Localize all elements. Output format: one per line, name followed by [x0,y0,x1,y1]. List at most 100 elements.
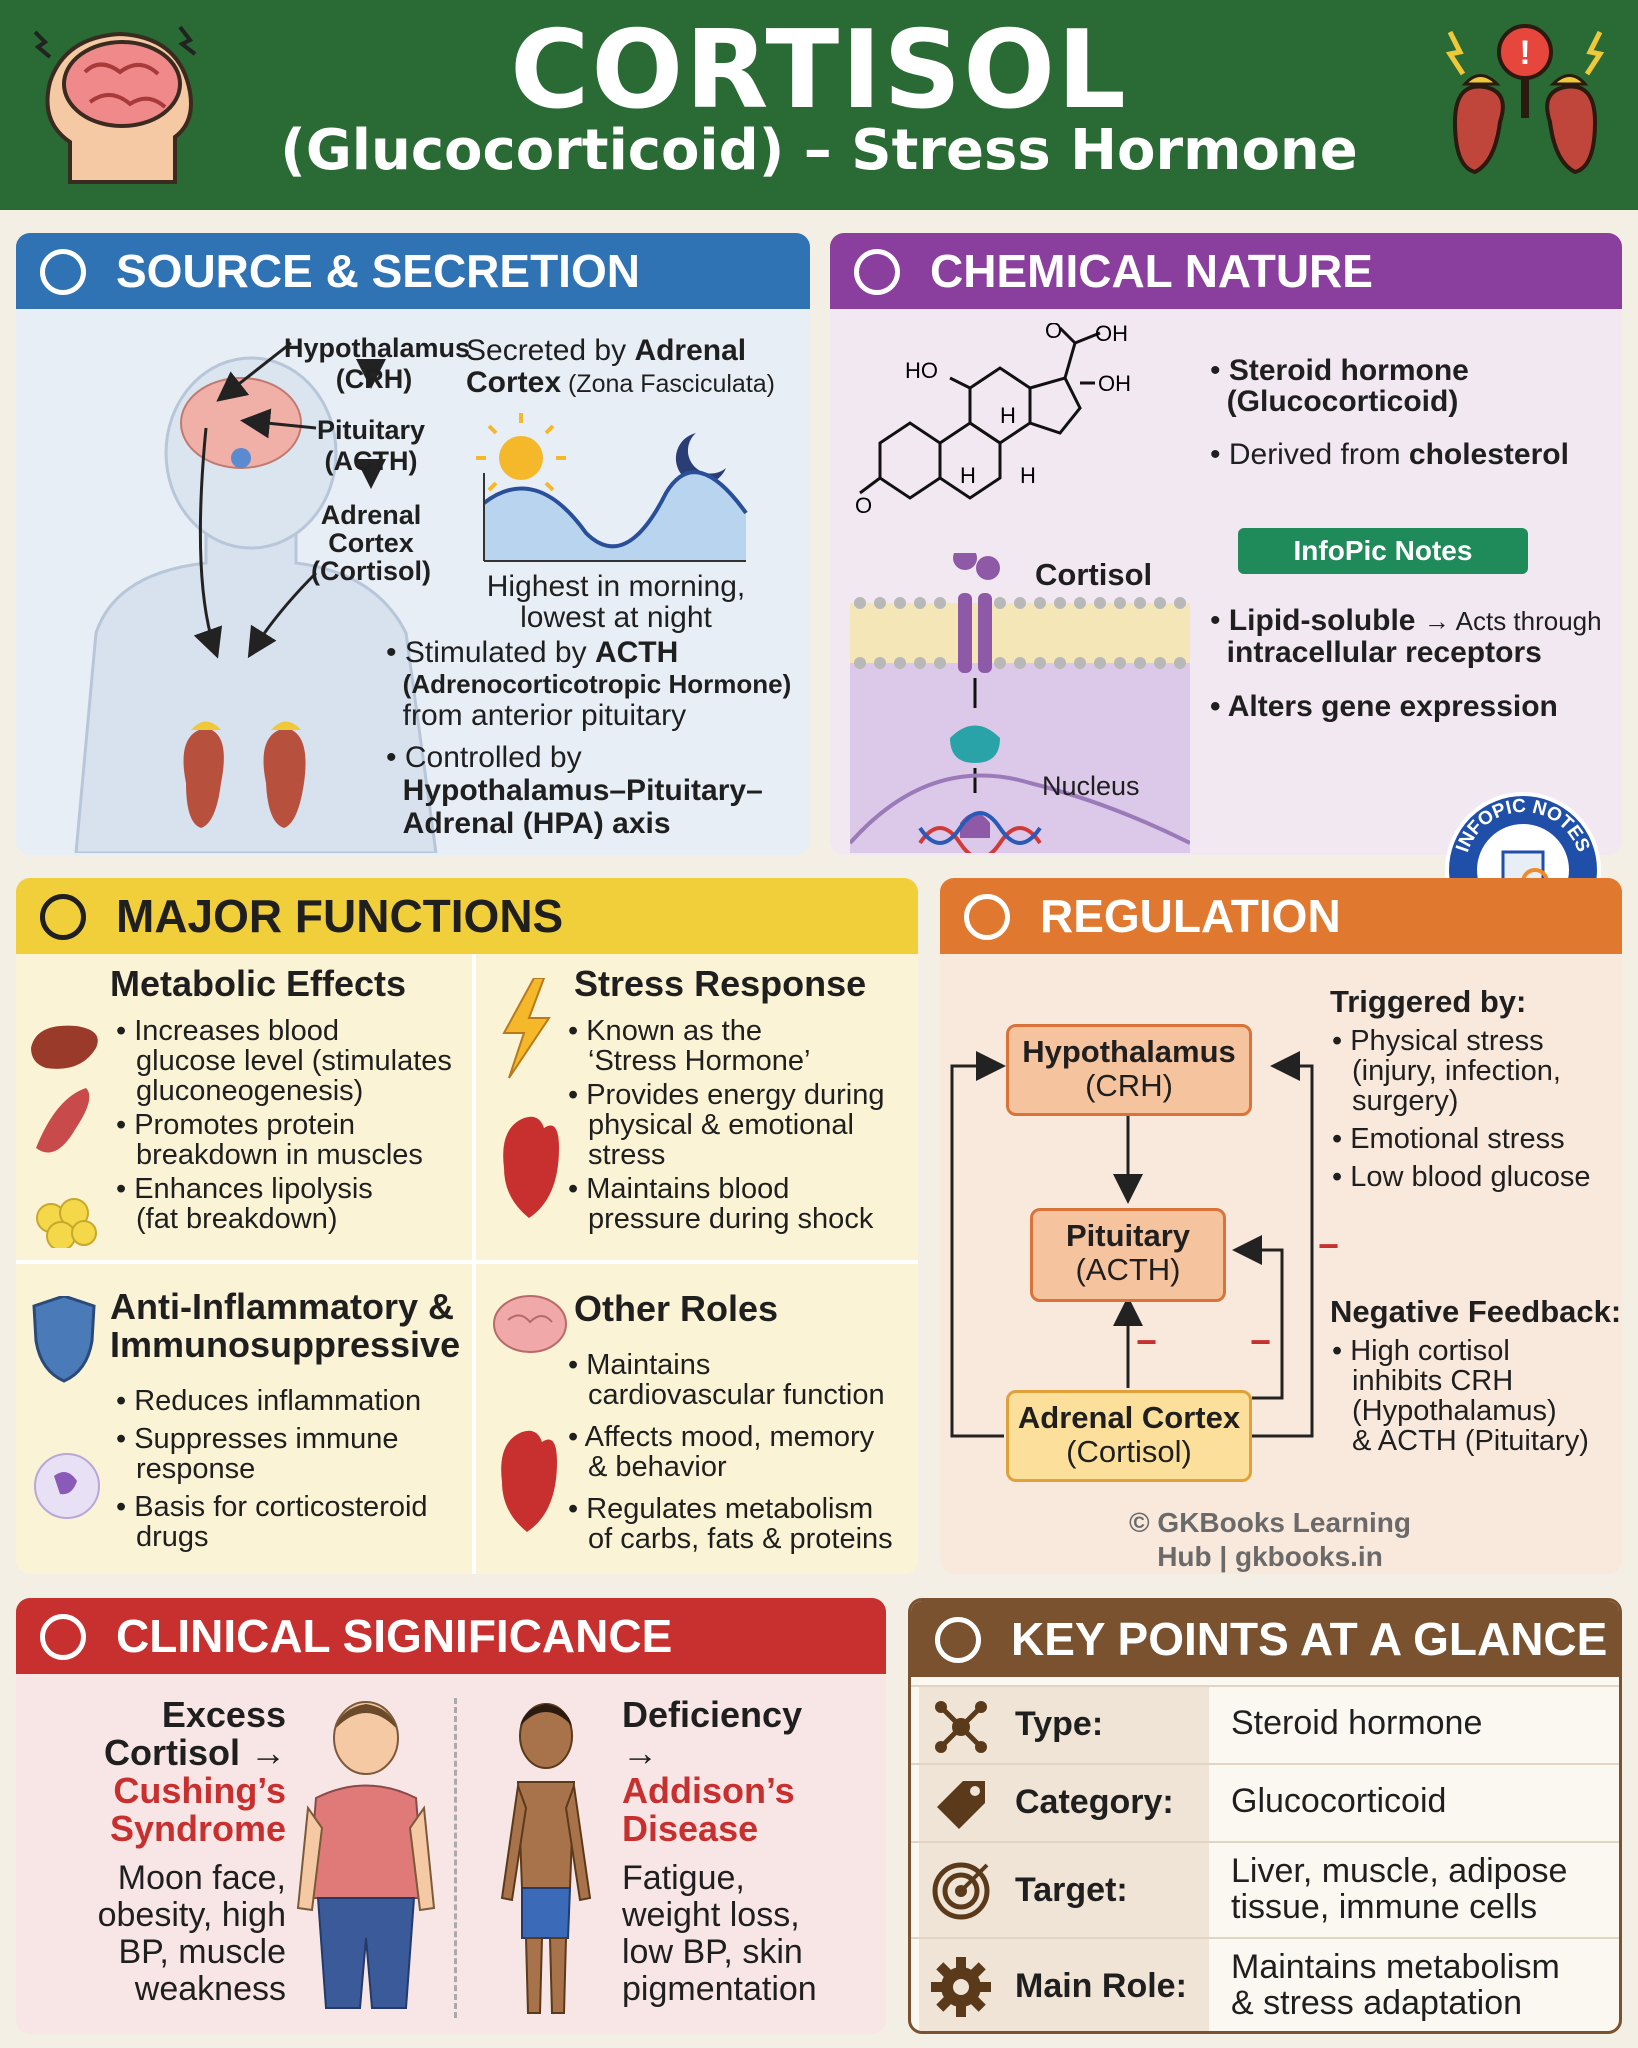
brain-heart-icons [493,1295,567,1532]
gear-icon [931,1957,991,2017]
triggered-title: Triggered by: [1330,984,1527,1019]
svg-text:OH: OH [1098,371,1130,396]
stress-list: • Known as the‘Stress Hormone’ • Provide… [568,1015,885,1235]
key-row-category: Category: Glucocorticoid [911,1763,1619,1841]
key-points-heading: KEY POINTS AT A GLANCE [911,1601,1619,1677]
svg-text:!: ! [1519,34,1530,72]
thin-person-illustration [500,1703,592,2014]
regulation-arrows [950,1051,1314,1438]
circle-icon [964,894,1010,940]
minus-sign: − [1136,1321,1158,1362]
divider-vertical [472,954,476,1574]
header-banner [0,0,1638,210]
source-heading-text: SOURCE & SECRETION [116,245,640,297]
human-body-illustration [74,356,438,853]
lightning-heart-icons [502,978,559,1218]
svg-text:O: O [1045,323,1062,343]
svg-text:H: H [1020,463,1036,488]
chemical-nature-panel: CHEMICAL NATURE O HO O OH OH H H H Corti… [830,233,1622,855]
minus-sign: − [1250,1321,1272,1362]
hpa-arrows [193,341,386,659]
chemical-heading-text: CHEMICAL NATURE [930,245,1373,297]
tag-icon [937,1781,985,1829]
functions-heading-text: MAJOR FUNCTIONS [116,890,564,942]
anti-inflammatory-title: Anti-Inflammatory &Immunosuppressive [110,1286,461,1365]
svg-text:H: H [960,463,976,488]
hpa-control-bullet: • Controlled by Hypothalamus–Pituitary– … [386,741,763,840]
divider-horizontal [16,1260,918,1264]
axis-pituitary: Pituitary(ACTH) [316,415,426,476]
svg-text:OH: OH [1095,323,1128,346]
stress-title: Stress Response [574,963,867,1004]
cholesterol-bullet: • Derived from cholesterol [1210,438,1569,471]
obese-person-illustration [296,1701,436,2009]
circle-icon [935,1617,981,1663]
source-secretion-panel: SOURCE & SECRETION Hypothalamus(CRH) Pit… [16,233,810,855]
anti-inflammatory-list: • Reduces inflammation • Suppresses immu… [116,1385,428,1553]
lipid-soluble-bullet: • Lipid-soluble → Acts through intracell… [1210,604,1602,669]
major-functions-panel: MAJOR FUNCTIONS Metabolic Effects • Incr… [16,878,918,1574]
circle-icon [40,1614,86,1660]
rhythm-caption: Highest in morning,lowest at night [486,570,746,634]
clinical-heading-text: CLINICAL SIGNIFICANCE [116,1610,673,1662]
key-points-heading-text: KEY POINTS AT A GLANCE [1011,1613,1608,1665]
adrenal-cortex-box: Adrenal Cortex(Cortisol) [1006,1390,1252,1482]
main-role-value: Maintains metabolism& stress adaptation [1231,1948,1560,2022]
adrenal-alert-icon: ! [1445,24,1605,175]
hypothalamus-box: Hypothalamus(CRH) [1006,1024,1252,1116]
source-heading: SOURCE & SECRETION [16,233,810,309]
target-icon [932,1862,990,1920]
type-value: Steroid hormone [1231,1704,1483,1742]
regulation-panel: REGULATION Hypothalamus(CRH) Pituitary(A… [940,878,1622,1574]
category-value: Glucocorticoid [1231,1782,1447,1820]
page-subtitle: (Glucocorticoid) – Stress Hormone [280,118,1358,183]
triggered-list: • Physical stress(injury, infection,surg… [1332,1025,1591,1193]
circadian-rhythm-graph [476,413,748,562]
circle-icon [40,894,86,940]
molecule-icon [935,1701,987,1753]
cortisol-structure-diagram: O HO O OH OH H H H [855,323,1130,518]
acth-stimulation-bullet: • Stimulated by ACTH (Adrenocorticotropi… [386,636,792,732]
key-row-main-role: Main Role: Maintains metabolism& stress … [911,1937,1619,2031]
key-row-type: Type: Steroid hormone [911,1685,1619,1763]
regulation-heading-text: REGULATION [1040,890,1341,942]
regulation-heading: REGULATION [940,878,1622,954]
functions-heading: MAJOR FUNCTIONS [16,878,918,954]
nucleus-label: Nucleus [1042,771,1140,801]
svg-text:H: H [1000,403,1016,428]
negative-feedback-title: Negative Feedback: [1330,1294,1622,1329]
chemical-heading: CHEMICAL NATURE [830,233,1622,309]
pituitary-box: Pituitary(ACTH) [1030,1208,1226,1302]
minus-sign: − [1318,1225,1340,1266]
cortisol-label: Cortisol [1035,557,1153,592]
circle-icon [40,249,86,295]
gene-expression-bullet: • Alters gene expression [1210,690,1558,723]
cell-membrane-diagram [850,553,1190,853]
svg-text:O: O [855,493,872,518]
svg-text:HO: HO [905,358,938,383]
deficiency-lead: Deficiency→ [622,1694,803,1773]
divider-dashed [454,1698,457,2018]
key-points-panel: KEY POINTS AT A GLANCE Type: Steroid hor… [908,1598,1622,2034]
category-label: Category: [1015,1783,1174,1821]
key-label-cell [919,1843,1209,1937]
metabolic-title: Metabolic Effects [110,963,407,1004]
clinical-heading: CLINICAL SIGNIFICANCE [16,1598,886,1674]
page-title: CORTISOL [510,8,1128,133]
shield-cell-icons [32,1296,100,1519]
axis-hypothalamus: Hypothalamus(CRH) [284,333,471,394]
other-roles-title: Other Roles [574,1288,779,1329]
infopic-badge: InfoPic Notes [1238,528,1528,574]
